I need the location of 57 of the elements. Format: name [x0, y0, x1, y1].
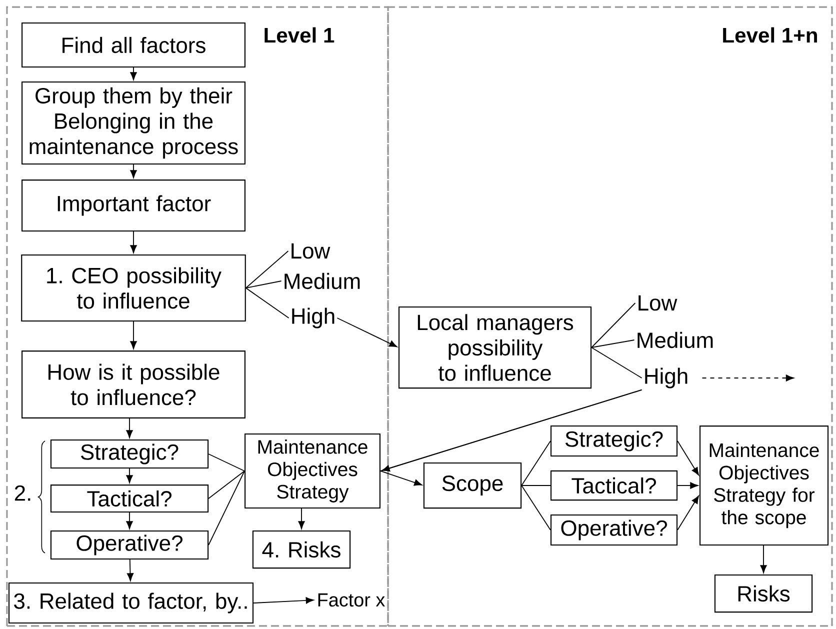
dashed-arrow — [702, 374, 794, 382]
connector-line — [591, 302, 636, 348]
arrow — [126, 418, 133, 438]
arrow — [677, 496, 699, 530]
option-label: High — [292, 308, 334, 328]
panel-heading: Level 1 — [264, 27, 334, 43]
arrow — [130, 231, 137, 254]
connector-line — [521, 440, 551, 486]
connector-line — [591, 340, 635, 348]
process-box: 4. Risks — [252, 530, 351, 569]
arrow — [253, 597, 314, 604]
option-label: Medium — [638, 332, 713, 348]
connector-line — [208, 470, 245, 546]
option-label: High — [645, 368, 688, 388]
arrow — [126, 468, 133, 484]
process-box: Operative? — [550, 514, 678, 546]
process-box: Maintenance Objectives Strategy — [244, 433, 380, 509]
connector-line — [521, 485, 551, 486]
arrow — [677, 440, 699, 476]
option-label: Medium — [284, 272, 360, 290]
connector-line — [245, 288, 290, 318]
process-box: Tactical? — [550, 470, 678, 501]
process-box: Strategic? — [550, 425, 678, 457]
arrow — [378, 389, 642, 486]
connector-line — [591, 347, 642, 378]
arrow — [130, 321, 137, 350]
option-label: Factor x — [318, 593, 385, 607]
process-box: 1. CEO possibility to influence — [21, 254, 246, 322]
connector-line — [208, 470, 245, 499]
arrow — [760, 545, 767, 574]
option-label: Low — [638, 295, 678, 311]
process-box: Scope — [423, 462, 522, 509]
arrow — [126, 512, 133, 530]
arrow — [126, 559, 134, 582]
panel-heading: Level 1+n — [723, 27, 817, 43]
option-label: Low — [292, 243, 330, 259]
connector-line — [208, 454, 245, 472]
process-box: Risks — [714, 574, 813, 613]
group-number: 2. — [14, 485, 30, 501]
process-box: Maintenance Objectives Strategy for the scope — [699, 426, 829, 546]
arrow — [130, 67, 137, 80]
process-box: Group them by their Belonging in the maintenance process — [22, 81, 246, 165]
process-box: How is it possible to influence? — [22, 350, 246, 418]
process-box: Important factor — [22, 180, 246, 232]
arrow — [130, 164, 137, 178]
process-box: Operative? — [50, 530, 209, 560]
process-box: Local managers possibility to influence — [398, 306, 592, 389]
arrow — [336, 318, 398, 348]
arrow — [298, 508, 305, 530]
connector-line — [245, 280, 282, 288]
arrow — [677, 482, 698, 489]
process-box: 3. Related to factor, by.. — [8, 582, 254, 624]
connector-line — [521, 485, 551, 530]
connector-line — [245, 250, 289, 288]
process-box: Tactical? — [50, 484, 209, 512]
process-box: Strategic? — [50, 439, 209, 469]
process-box: Find all factors — [22, 22, 246, 68]
